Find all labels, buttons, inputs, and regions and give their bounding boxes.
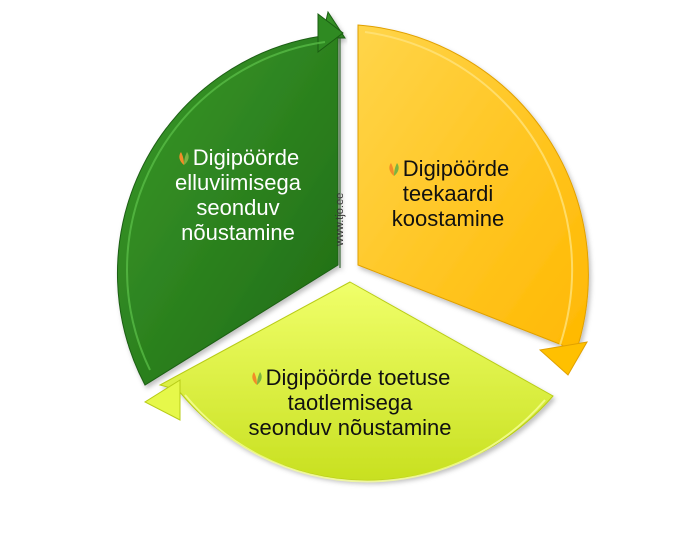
label-line: seonduv nõustamine xyxy=(248,415,452,440)
label-line: nõustamine xyxy=(181,220,295,245)
leaf-icon xyxy=(251,372,262,385)
segment-lime-arrowhead xyxy=(143,379,181,421)
label-line: seonduv xyxy=(196,195,280,220)
label-line: Digipöörde xyxy=(368,156,528,181)
label-line: taotlemisega xyxy=(287,390,413,415)
leaf-icon xyxy=(179,152,189,165)
segment-lime-highlight xyxy=(184,394,546,483)
segment-orange-body xyxy=(357,24,589,356)
label-line: koostamine xyxy=(391,206,505,231)
segment-lime-label: Digipöörde toetuse taotlemisega seonduv … xyxy=(205,365,495,440)
watermark: www.tjo.ee xyxy=(334,192,346,246)
segment-green-highlight xyxy=(126,41,326,371)
label-line: teekaardi xyxy=(402,181,494,206)
leaf-icon xyxy=(389,163,399,176)
segment-green-body xyxy=(116,35,339,386)
segment-orange-label: Digipöörde teekaardi koostamine xyxy=(368,156,528,231)
segment-green-label: Digipöörde elluviimisega seonduv nõustam… xyxy=(148,145,328,245)
segment-orange-arrowhead xyxy=(538,341,588,376)
segment-orange-highlight xyxy=(364,31,574,346)
label-line: Digipöörde toetuse xyxy=(205,365,495,390)
label-line: Digipöörde xyxy=(148,145,328,170)
label-line: elluviimisega xyxy=(175,170,301,195)
